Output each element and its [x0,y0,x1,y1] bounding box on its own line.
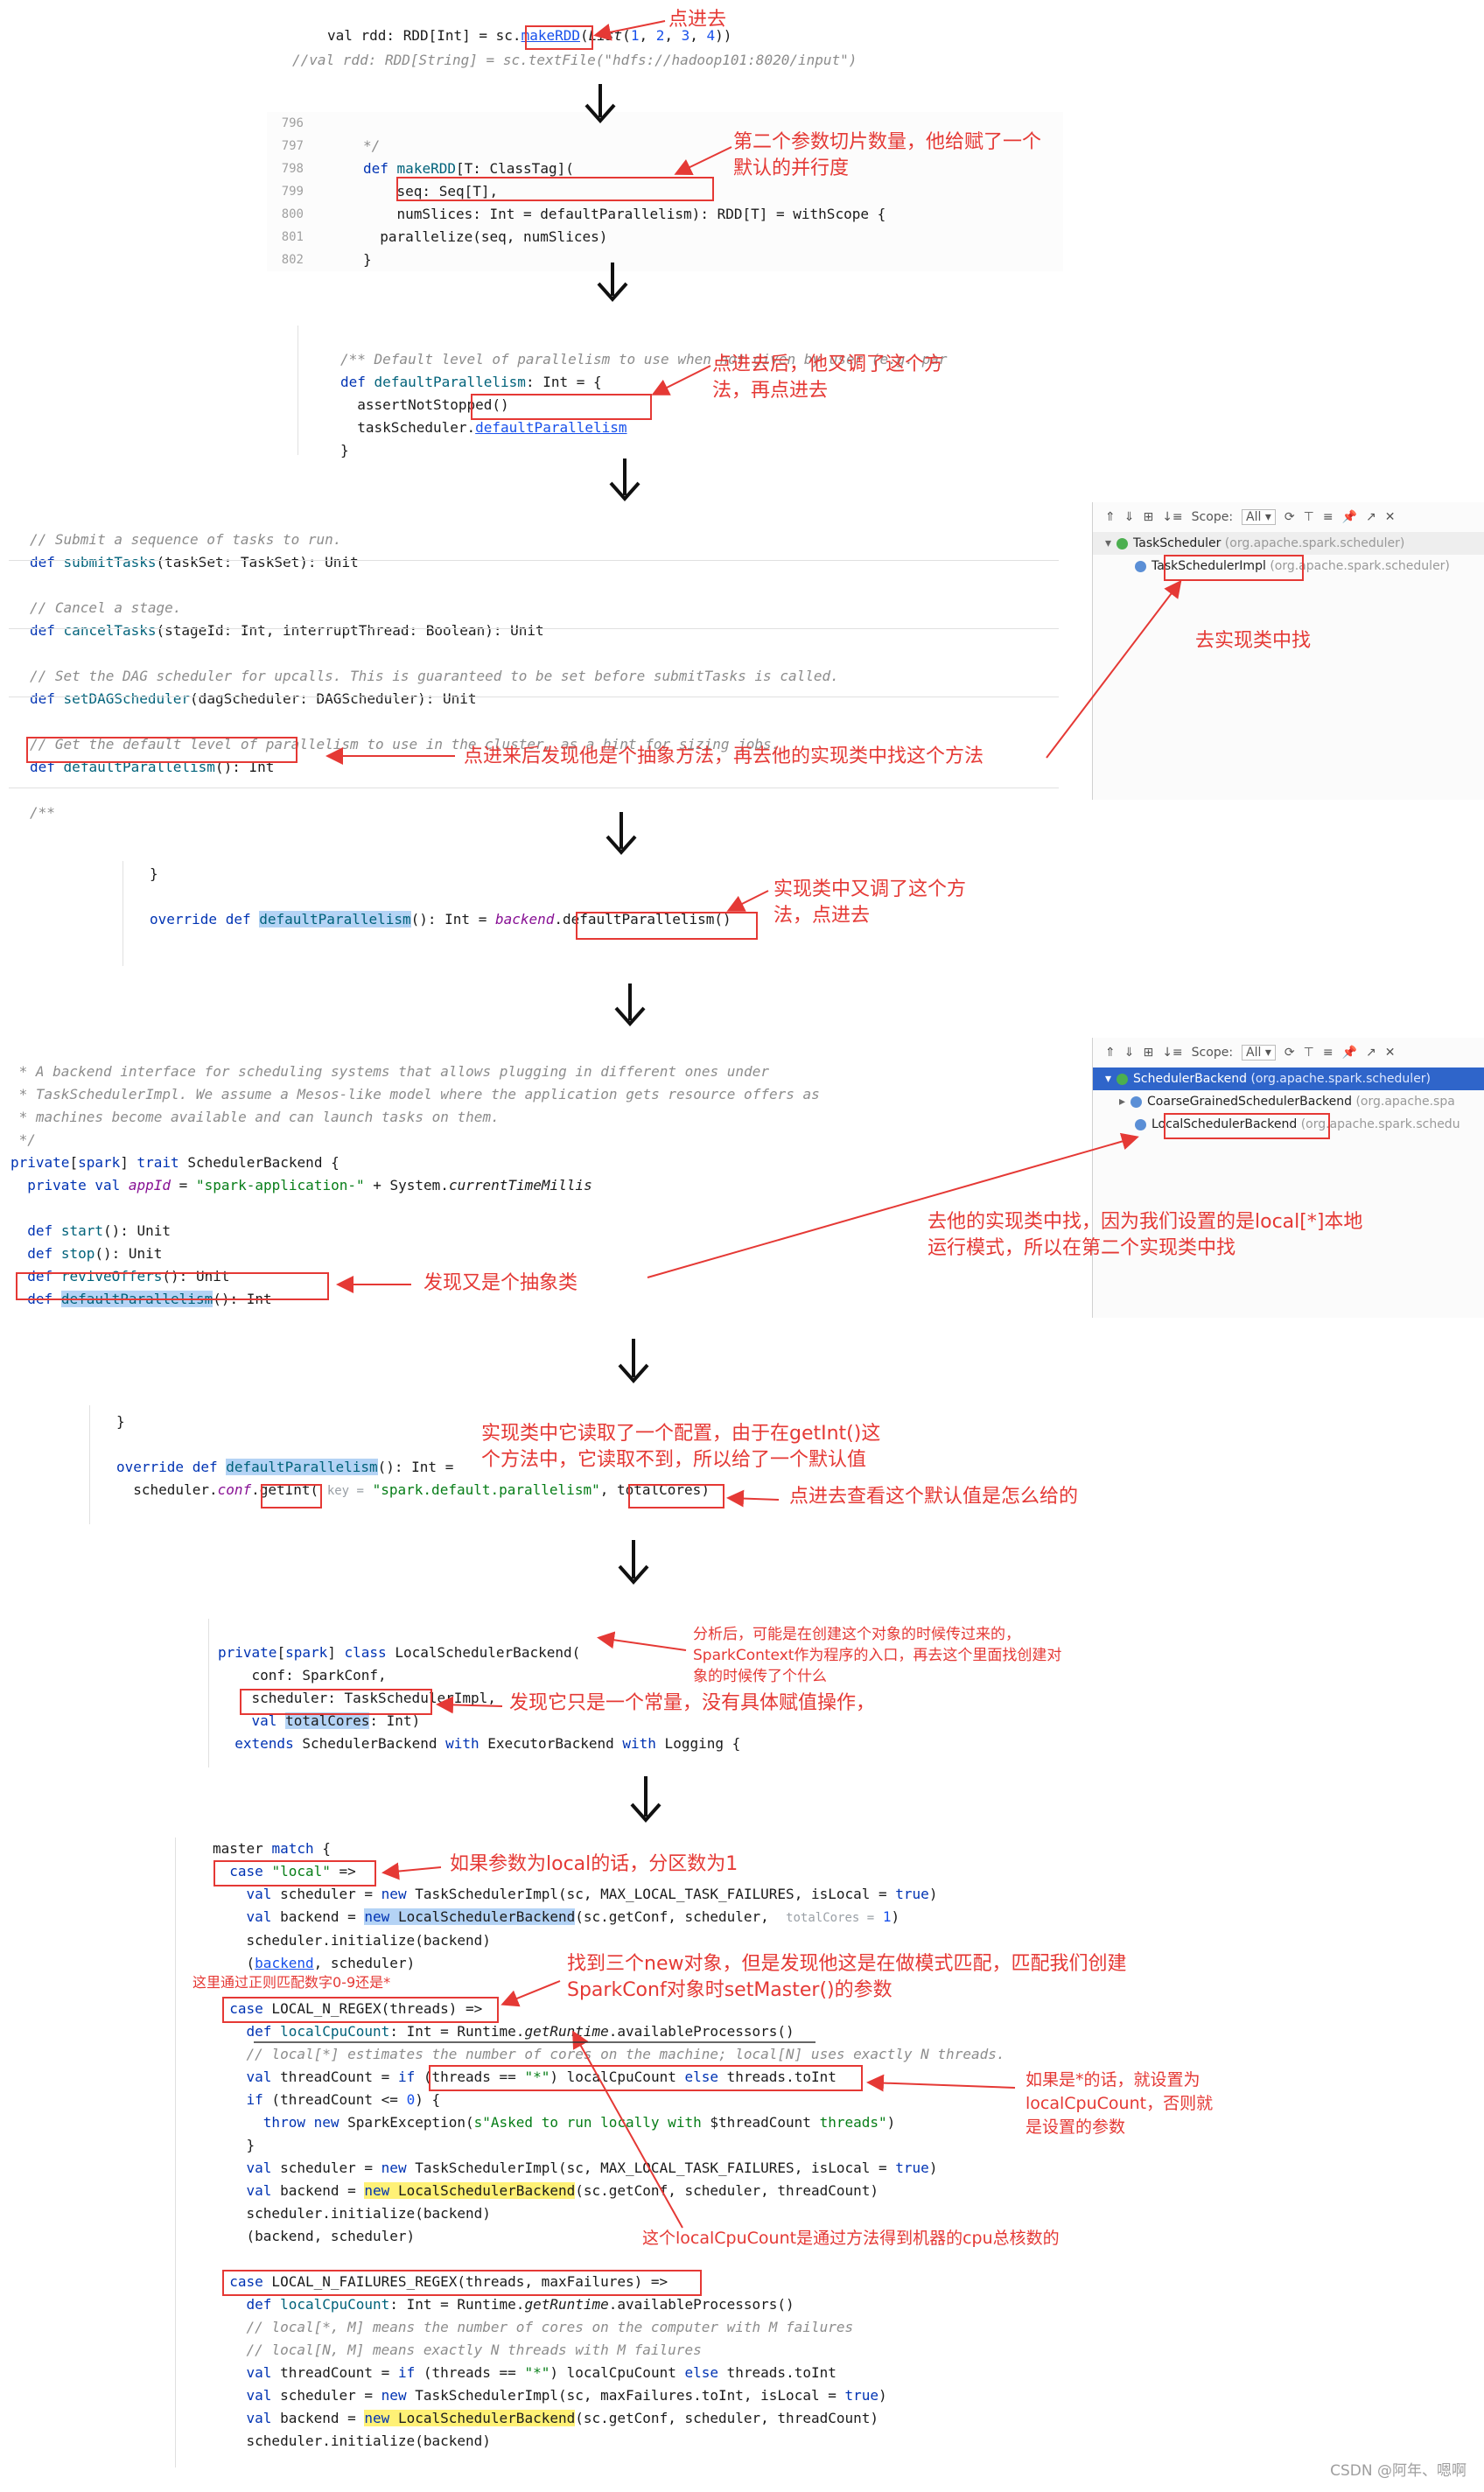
annotation-11: 分析后，可能是在创建这个对象的时候传过来的， SparkContext作为程序的… [693,1626,1062,1685]
pin-icon[interactable]: 📌 [1341,1046,1357,1060]
highlight-case-local [214,1860,376,1886]
class-hierarchy-icon[interactable]: ⊞ [1143,1046,1154,1060]
code-lines: */ def makeRDD[T: ClassTag]( seq: Seq[T]… [363,137,886,268]
open-icon[interactable]: ↗ [1366,510,1376,524]
hierarchy-item-task-scheduler[interactable]: ▾ TaskScheduler (org.apache.spark.schedu… [1093,532,1484,555]
annotation-14: 这里通过正则匹配数字0-9还是* [192,1974,391,1991]
sort-icon[interactable]: ↓≡ [1162,510,1183,524]
annotation-13: 如果参数为local的话，分区数为1 [450,1853,738,1875]
task-scheduler-default-parallelism-link[interactable]: defaultParallelism [475,419,627,436]
annotation-12: 发现它只是一个常量，没有具体赋值操作， [509,1692,876,1714]
code-block-local-backend-override: } override def defaultParallelism(): Int… [89,1405,976,1524]
annotation-10: 点进去查看这个默认值是怎么给的 [789,1486,1079,1508]
class-hierarchy-icon[interactable]: ⊞ [1143,510,1154,524]
supertypes-icon[interactable]: ⇑ [1105,1046,1116,1060]
annotation-8: 发现又是个抽象类 [424,1272,578,1294]
open-icon[interactable]: ↗ [1366,1046,1376,1060]
highlight-backend-abstract [16,1272,329,1300]
make-rdd-link[interactable]: makeRDD [521,27,580,44]
collapse-icon[interactable]: ≡ [1322,1046,1334,1060]
annotation-5: 点进来后发现他是个抽象方法，再去他的实现类中找这个方法 [464,746,984,767]
scope-select[interactable]: All ▾ [1242,509,1276,525]
close-icon[interactable]: ✕ [1384,510,1396,524]
code-lines: // Submit a sequence of tasks to run. de… [30,531,839,821]
subtypes-icon[interactable]: ⇓ [1124,510,1135,524]
annotation-4: 去实现类中找 [1195,630,1312,652]
code-block-master-match: master match { case "local" => val sched… [175,1838,1226,2468]
scope-select[interactable]: All ▾ [1242,1045,1276,1060]
hierarchy-item-task-scheduler-impl[interactable]: TaskSchedulerImpl (org.apache.spark.sche… [1093,555,1484,578]
hierarchy-toolbar: ⇑ ⇓ ⊞ ↓≡ Scope: All ▾ ⟳ ⊤ ≡ 📌 ↗ ✕ [1105,1045,1396,1060]
hierarchy-item-scheduler-backend[interactable]: ▾ SchedulerBackend (org.apache.spark.sch… [1093,1068,1484,1090]
annotation-2: 第二个参数切片数量，他给赋了一个 默认的并行度 [733,131,1042,179]
class-icon [1135,560,1146,572]
code-lines: } override def defaultParallelism(): Int… [116,1413,710,1498]
code-lines: private[spark] class LocalSchedulerBacke… [218,1644,741,1752]
sort-icon[interactable]: ↓≡ [1162,1046,1183,1060]
hierarchy-item-coarse-grained[interactable]: ▸ CoarseGrainedSchedulerBackend (org.apa… [1119,1095,1455,1109]
supertypes-icon[interactable]: ⇑ [1105,510,1116,524]
trait-icon [1116,537,1129,550]
annotation-1: 点进去 [668,9,727,31]
chevron-down-icon: ▾ [1105,1072,1112,1086]
annotation-9: 实现类中它读取了一个配置，由于在getInt()这 个方法中，它读取不到，所以给… [481,1423,881,1471]
class-icon [1130,1096,1143,1108]
type-hierarchy-panel-1: ⇑ ⇓ ⊞ ↓≡ Scope: All ▾ ⟳ ⊤ ≡ 📌 ↗ ✕ ▾ Task… [1092,502,1484,800]
highlight-task-scheduler-call [471,394,652,420]
trait-icon [1116,1073,1129,1085]
code-lines: master match { case "local" => val sched… [213,1840,1005,2449]
refresh-icon[interactable]: ⟳ [1284,510,1295,524]
code-block-local-scheduler-backend-class: private[spark] class LocalSchedulerBacke… [208,1619,1084,1768]
code-block-task-scheduler-trait: // Submit a sequence of tasks to run. de… [9,506,1059,821]
code-block-task-scheduler-impl-override: } override def defaultParallelism(): Int… [122,861,1026,966]
annotation-7: 去他的实现类中找，因为我们设置的是local[*]本地 运行模式，所以在第二个实… [928,1211,1363,1259]
chevron-right-icon: ▸ [1119,1095,1126,1109]
close-icon[interactable]: ✕ [1384,1046,1396,1060]
class-icon [1135,1118,1146,1130]
highlight-num-slices [396,177,714,201]
highlight-abstract-default-parallelism [26,737,298,763]
highlight-case-local-n-failures [222,2270,702,2296]
highlight-total-cores-param [240,1689,432,1715]
highlight-thread-count-if [429,2065,863,2091]
expand-icon[interactable]: ⊤ [1303,510,1314,524]
collapse-icon[interactable]: ≡ [1322,510,1334,524]
expand-icon[interactable]: ⊤ [1303,1046,1314,1060]
highlight-task-scheduler-impl [1164,555,1304,581]
annotation-17: 这个localCpuCount是通过方法得到机器的cpu总核数的 [642,2229,1060,2248]
refresh-icon[interactable]: ⟳ [1284,1046,1295,1060]
annotation-6: 实现类中又调了这个方 法，点进去 [774,878,967,927]
down-arrow-icon [584,84,662,1824]
highlight-backend-call [576,912,758,940]
annotation-16: 如果是*的话，就设置为 localCpuCount，否则就 是设置的参数 [1026,2070,1214,2137]
annotation-15: 找到三个new对象，但是发现他这是在做模式匹配，匹配我们创建 SparkConf… [567,1953,1127,2001]
highlight-case-local-n-regex [222,1997,499,2023]
pin-icon[interactable]: 📌 [1341,510,1357,524]
code-lines: } override def defaultParallelism(): Int… [150,865,732,928]
code-block-scheduler-backend-trait: * A backend interface for scheduling sys… [4,1038,1062,1318]
code-block-sc-default-parallelism: /** Default level of parallelism to use … [298,326,974,458]
hierarchy-item-local-scheduler-backend[interactable]: LocalSchedulerBackend (org.apache.spark.… [1093,1113,1484,1136]
commented-line: //val rdd: RDD[String] = sc.textFile("hd… [292,52,858,68]
annotation-3: 点进去后，他又调了这个方 法，再点进去 [712,354,944,402]
highlight-make-rdd [525,25,593,50]
watermark: CSDN @阿年、嗯啊 [1330,2462,1466,2480]
highlight-local-scheduler-backend [1164,1113,1330,1139]
type-hierarchy-panel-2: ⇑ ⇓ ⊞ ↓≡ Scope: All ▾ ⟳ ⊤ ≡ 📌 ↗ ✕ ▾ Sche… [1092,1038,1484,1318]
highlight-get-int [261,1484,322,1508]
subtypes-icon[interactable]: ⇓ [1124,1046,1135,1060]
code-lines: * A backend interface for scheduling sys… [10,1063,820,1307]
highlight-total-cores [628,1484,724,1508]
hierarchy-toolbar: ⇑ ⇓ ⊞ ↓≡ Scope: All ▾ ⟳ ⊤ ≡ 📌 ↗ ✕ [1105,509,1396,525]
chevron-down-icon: ▾ [1105,536,1112,550]
